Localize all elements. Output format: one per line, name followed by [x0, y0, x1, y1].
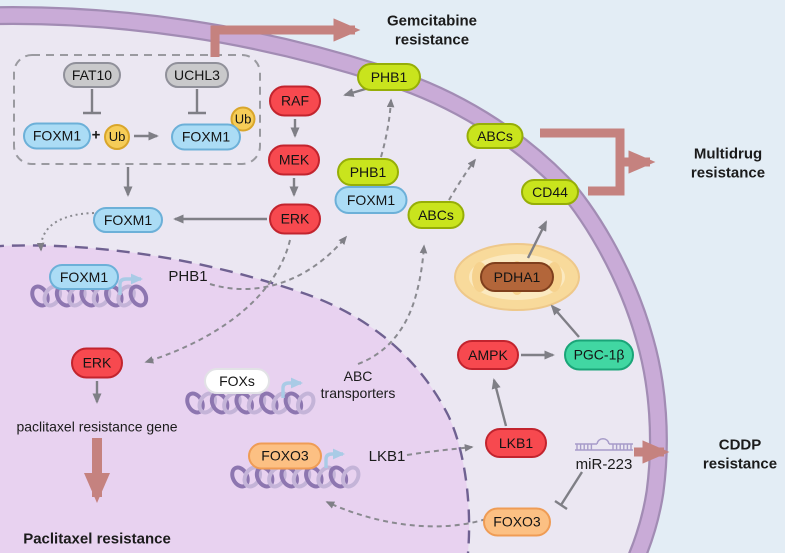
arrow-lkb1-to-ampk — [491, 378, 508, 427]
dotted-foxm1-to-nucleus — [36, 212, 95, 252]
dashed-phb1complex-to-membrane — [380, 98, 395, 158]
inhibition-mir223-foxo3 — [554, 471, 584, 510]
dashed-erk-to-nucleus — [144, 239, 291, 364]
dashed-abcs-to-membrane — [448, 158, 476, 201]
arrow-pgc1b-to-mitochondria — [550, 304, 580, 338]
mirna-icon — [575, 438, 633, 451]
inhibition-uchl3-foxm1 — [188, 89, 206, 115]
dashed-abctransporters-to-abcs — [357, 244, 428, 365]
inhibition-fat10-foxm1 — [83, 89, 101, 115]
arrow-pdha1-to-cd44 — [526, 220, 548, 259]
transcription-arrow-abc — [281, 377, 304, 398]
mitochondria-icon — [454, 243, 580, 311]
ubiquitination-box — [13, 54, 261, 165]
dna-helix-abc-gene — [185, 391, 316, 415]
transcription-arrow-phb1 — [118, 273, 144, 295]
arrow-multidrug-resistance — [540, 128, 656, 196]
transcription-arrow-lkb1 — [324, 448, 346, 468]
arrow-gemcitabine-resistance — [210, 18, 361, 57]
dashed-foxo3-to-gene — [325, 501, 487, 528]
